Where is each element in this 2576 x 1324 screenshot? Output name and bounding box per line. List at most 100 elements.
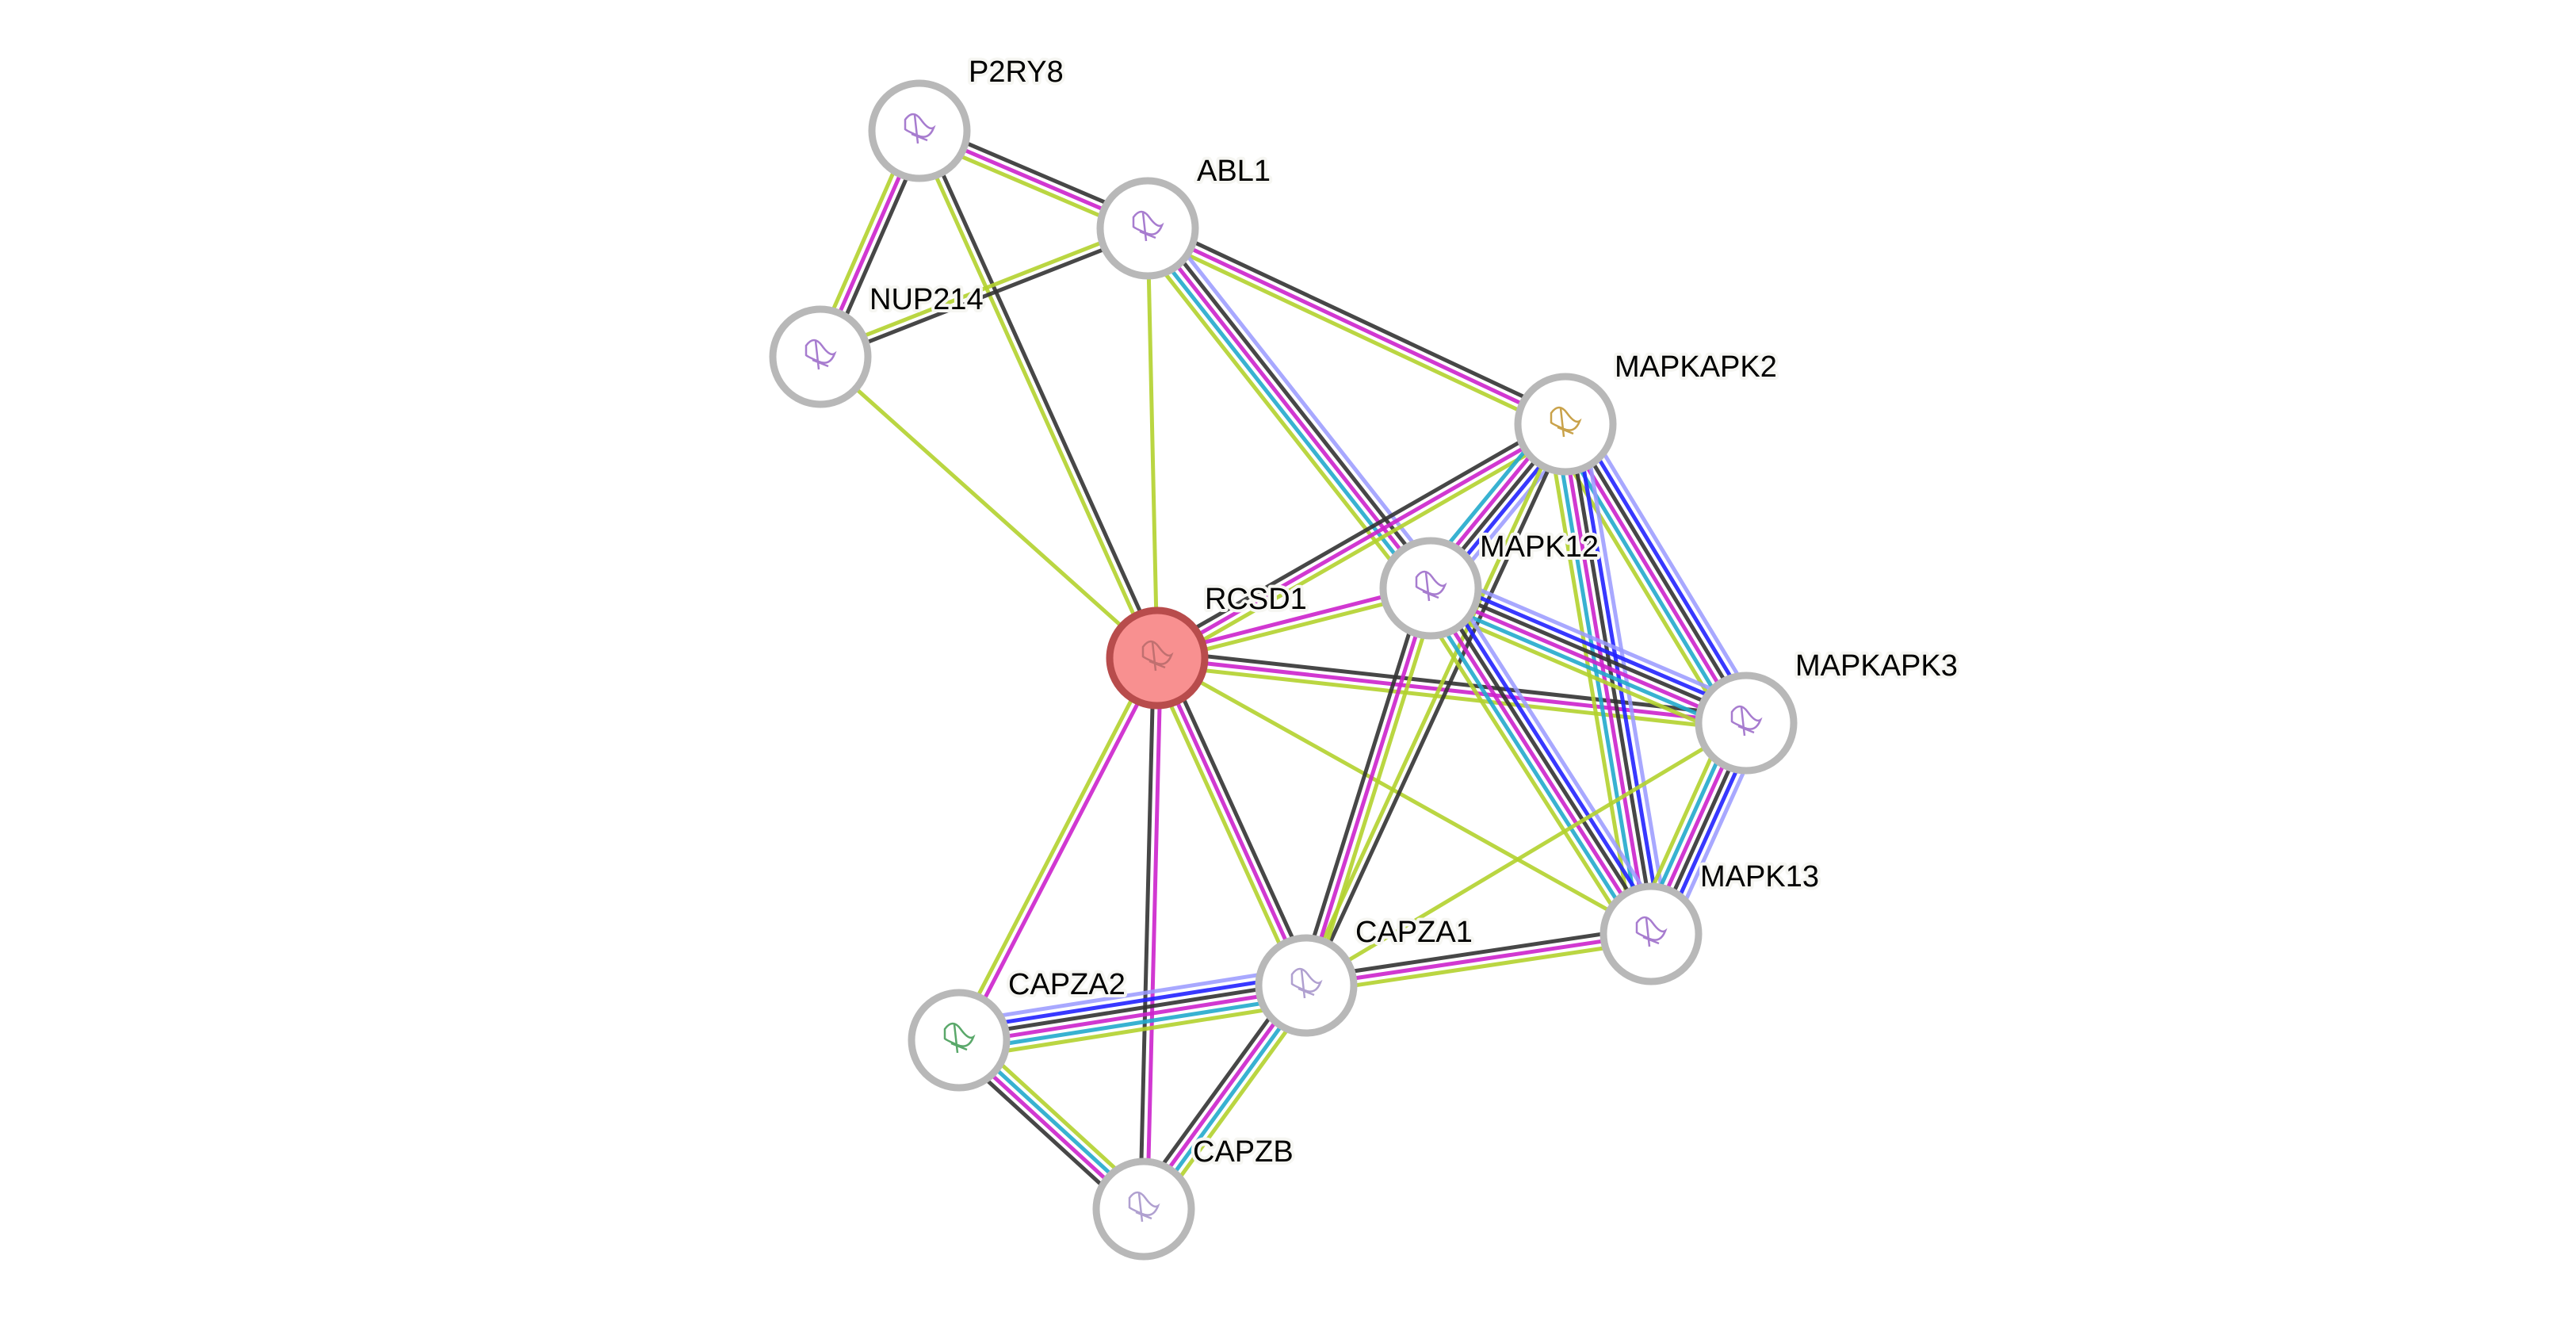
node-nup214[interactable]: NUP214 — [769, 280, 987, 408]
node-rcsd1[interactable]: RCSD1 — [1106, 580, 1310, 710]
node-circle — [1379, 537, 1482, 640]
edge-rcsd1-capza2[interactable] — [954, 655, 1163, 1043]
node-circle — [1695, 672, 1798, 775]
edge-rcsd1-capza1[interactable] — [1148, 654, 1315, 989]
edge-mapkapk2-capza1[interactable] — [1301, 422, 1571, 988]
node-label: MAPKAPK2 — [1615, 350, 1777, 384]
protein-structure-icon — [943, 1022, 976, 1054]
edge-line-coexpression — [957, 980, 1306, 1039]
edge-line-experiments — [1560, 424, 1650, 936]
edge-line-textmining — [1144, 232, 1564, 433]
node-capzb[interactable]: CAPZB — [1092, 1132, 1297, 1261]
edge-line-coexpression — [1431, 585, 1656, 933]
node-circle — [1092, 1158, 1195, 1261]
edge-line-gene_fusion — [1573, 417, 1757, 719]
edge-line-databases — [960, 993, 1309, 1053]
edge-line-experiments — [960, 658, 1163, 1043]
edge-line-textmining — [961, 1001, 1309, 1060]
edge-rcsd1-capzb[interactable] — [1138, 657, 1163, 1210]
node-mapkapk2[interactable]: MAPKAPK2 — [1514, 347, 1780, 476]
node-label: MAPKAPK3 — [1795, 649, 1958, 683]
edge-line-textmining — [1413, 596, 1638, 945]
edge-line-coexpression — [1305, 924, 1651, 981]
node-capza1[interactable]: CAPZA1 — [1255, 913, 1476, 1037]
node-mapk13[interactable]: MAPK13 — [1599, 857, 1822, 985]
node-label: RCSD1 — [1205, 583, 1307, 616]
node-label: MAPK12 — [1480, 530, 1599, 564]
node-label: CAPZA1 — [1355, 916, 1473, 949]
edge-line-gene_fusion — [1434, 576, 1752, 715]
edge-line-textmining — [914, 131, 1156, 660]
edge-line-textmining — [1156, 656, 1653, 936]
edge-line-coexpression — [920, 128, 1163, 658]
edge-line-experiments — [1155, 656, 1309, 987]
edge-line-textmining — [1305, 721, 1748, 988]
edge-nup214-rcsd1[interactable] — [819, 355, 1159, 660]
node-circle — [868, 79, 971, 182]
edge-mapkapk3-capza1[interactable] — [1305, 721, 1748, 988]
node-circle — [1599, 882, 1703, 985]
edge-line-coexpression — [1152, 416, 1563, 654]
node-label: CAPZB — [1193, 1135, 1294, 1169]
edge-abl1-nup214[interactable] — [818, 223, 1150, 362]
node-label: MAPK13 — [1700, 860, 1819, 894]
edge-line-textmining — [1145, 228, 1160, 659]
node-p2ry8[interactable]: P2RY8 — [868, 52, 1067, 182]
edge-mapk12-capza1[interactable] — [1298, 585, 1439, 989]
protein-structure-icon — [1132, 210, 1164, 242]
edge-abl1-rcsd1[interactable] — [1145, 228, 1160, 659]
edge-line-neighborhood — [956, 966, 1304, 1025]
edge-line-coexpression — [1307, 424, 1571, 988]
edge-line-experiments — [1145, 658, 1163, 1210]
edge-capza1-capza2[interactable] — [956, 966, 1309, 1060]
edge-line-experiments — [1156, 422, 1567, 660]
edge-line-coexpression — [1298, 585, 1426, 985]
edge-line-experiments — [1156, 656, 1747, 725]
nodes-layer: P2RY8ABL1NUP214MAPKAPK2MAPK12RCSD1MAPKAP… — [769, 52, 1961, 1261]
edge-line-experiments — [1426, 589, 1650, 937]
protein-structure-icon — [904, 113, 936, 144]
edge-line-coexpression — [1566, 421, 1751, 722]
protein-structure-icon — [1141, 640, 1174, 672]
protein-structure-icon — [1730, 705, 1763, 737]
node-circle — [1514, 373, 1617, 476]
node-label: P2RY8 — [969, 55, 1064, 89]
edge-line-coexpression — [1431, 583, 1749, 722]
node-label: CAPZA2 — [1008, 968, 1126, 1001]
node-circle — [769, 305, 872, 408]
edge-line-databases — [1425, 596, 1743, 735]
edge-line-textmining — [1148, 660, 1302, 989]
edge-line-neighborhood — [1436, 570, 1754, 709]
edge-line-coexpression — [1138, 657, 1156, 1209]
edge-line-textmining — [1306, 939, 1653, 995]
node-mapk12[interactable]: MAPK12 — [1379, 527, 1602, 640]
node-abl1[interactable]: ABL1 — [1096, 151, 1274, 280]
edge-line-textmining — [954, 655, 1156, 1040]
edge-line-textmining — [1160, 428, 1570, 666]
protein-structure-icon — [1550, 406, 1582, 438]
edge-line-textmining — [818, 223, 1148, 356]
edge-p2ry8-rcsd1[interactable] — [914, 128, 1163, 660]
edge-mapk13-capza1[interactable] — [1305, 924, 1653, 995]
edge-rcsd1-mapk13[interactable] — [1156, 656, 1653, 936]
edge-abl1-mapkapk2[interactable] — [1144, 220, 1569, 433]
edge-line-databases — [1420, 592, 1644, 941]
edge-line-coexpression — [820, 229, 1150, 362]
edge-line-textmining — [819, 355, 1159, 660]
node-label: NUP214 — [869, 283, 984, 316]
node-mapkapk3[interactable]: MAPKAPK3 — [1695, 646, 1961, 775]
edge-abl1-mapk12[interactable] — [1134, 218, 1444, 599]
edge-line-experiments — [1146, 226, 1567, 427]
edge-line-coexpression — [1161, 654, 1315, 984]
edge-mapk12-mapk13[interactable] — [1413, 577, 1668, 945]
edge-line-textmining — [1134, 235, 1421, 599]
node-circle — [1096, 177, 1199, 280]
edge-rcsd1-mapkapk3[interactable] — [1156, 649, 1748, 733]
edge-line-experiments — [1304, 587, 1433, 986]
protein-structure-icon — [1415, 570, 1447, 602]
node-capza2[interactable]: CAPZA2 — [908, 965, 1129, 1092]
protein-structure-icon — [1635, 916, 1668, 947]
edge-rcsd1-mapkapk2[interactable] — [1152, 416, 1570, 666]
protein-structure-icon — [805, 339, 837, 370]
